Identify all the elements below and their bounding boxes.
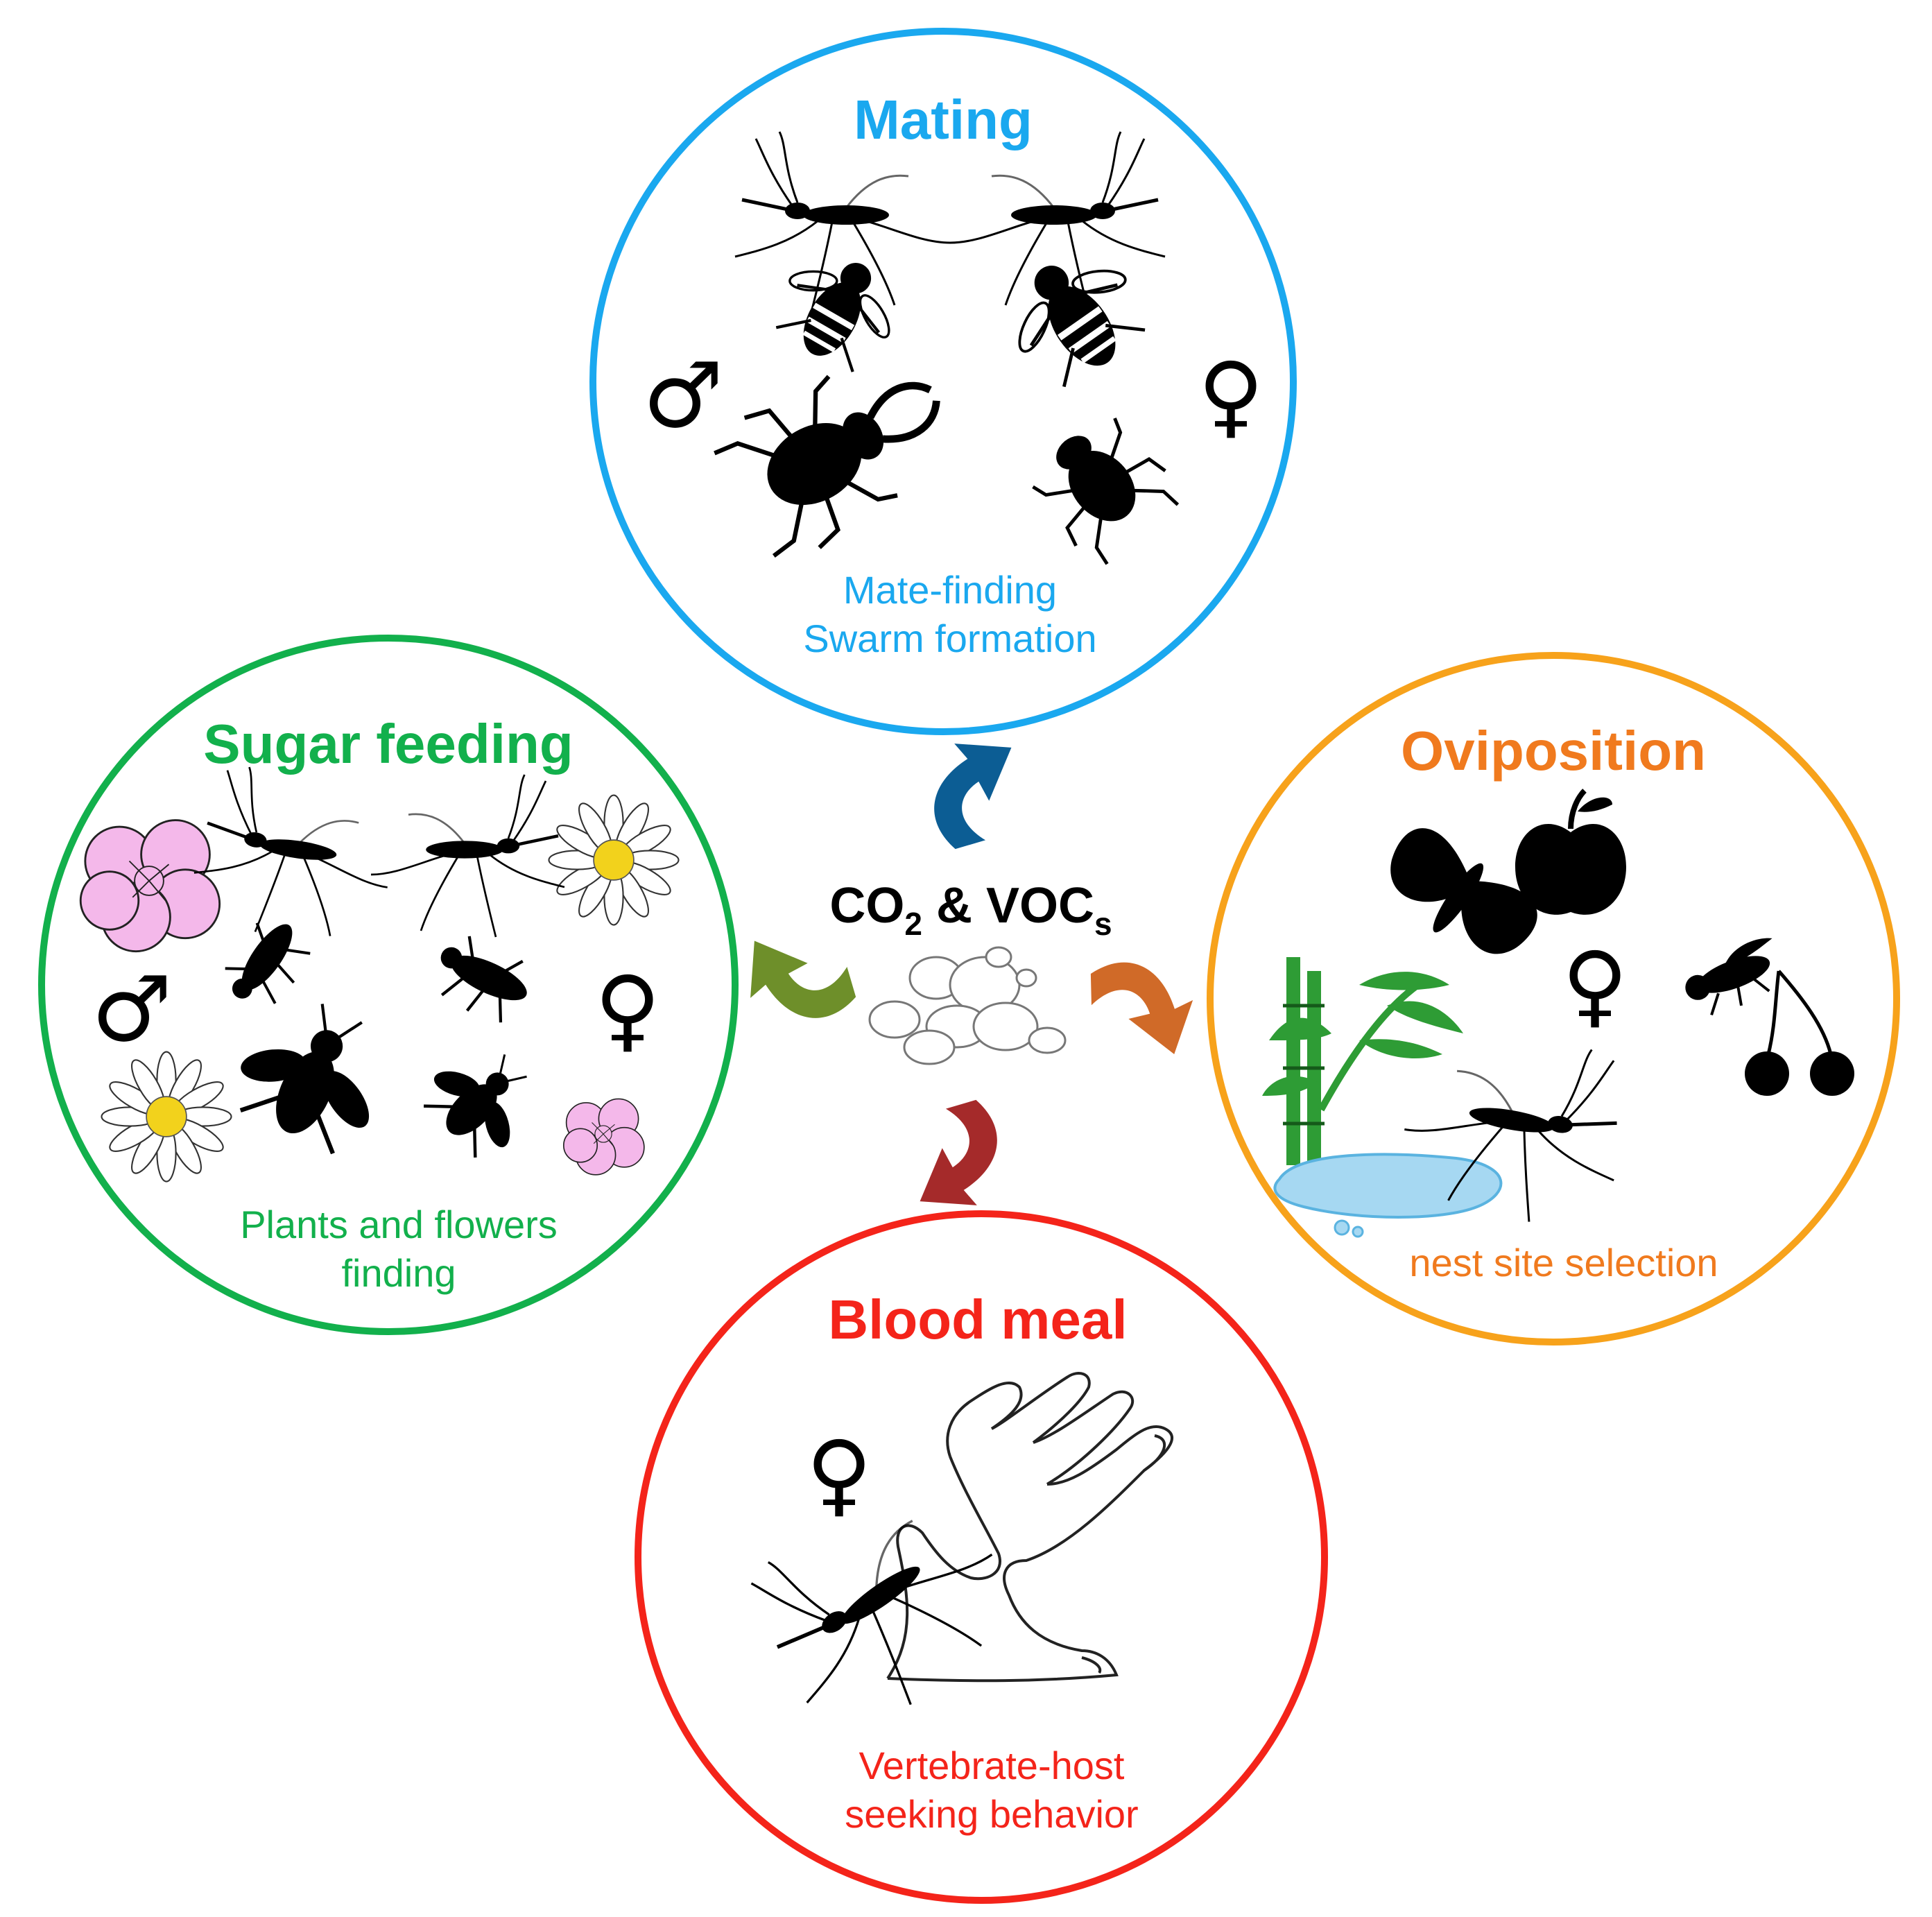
- female-symbol: ♀: [806, 1421, 872, 1527]
- female-symbol: ♀: [594, 956, 660, 1062]
- blood-caption-2: seeking behavior: [845, 1792, 1138, 1836]
- arrow-to-blood-meal: [920, 1099, 997, 1205]
- sugar-caption-2: finding: [341, 1251, 456, 1295]
- yeast-cells-icon: [868, 946, 1067, 1065]
- oviposition-circle: [1207, 652, 1900, 1346]
- blood-caption-1: Vertebrate-host: [859, 1744, 1125, 1787]
- water-puddle-icon: [1273, 1153, 1503, 1238]
- male-symbol: ♂: [643, 343, 724, 448]
- pink-flower-icon: [562, 1098, 645, 1176]
- hand-icon: [886, 1372, 1173, 1683]
- mosquito-icon: [187, 762, 402, 949]
- pink-flower-icon: [79, 819, 221, 953]
- center-label: CO2 & VOCs: [829, 878, 1112, 942]
- sugar-caption-1: Plants and flowers: [240, 1203, 558, 1246]
- center-hub: CO2 & VOCs: [750, 743, 1193, 1205]
- bee-icon: [760, 234, 916, 384]
- moth-icon: [1390, 828, 1537, 954]
- mating-panel: Mating ♂ ♀ Mate-finding Swarm formation: [589, 28, 1297, 735]
- mating-caption-1: Mate-finding: [843, 568, 1057, 612]
- daisy-icon: [548, 794, 680, 926]
- blood-title: Blood meal: [828, 1289, 1127, 1350]
- daisy-icon: [101, 1051, 232, 1183]
- arrow-to-sugar-feeding: [750, 940, 856, 1018]
- arrow-to-mating: [934, 743, 1012, 850]
- female-symbol: ♀: [1562, 932, 1628, 1038]
- mating-circle: [589, 28, 1297, 735]
- bee-icon: [217, 981, 411, 1164]
- sugar-title: Sugar feeding: [203, 713, 573, 775]
- male-symbol: ♂: [92, 956, 173, 1062]
- bee-icon: [411, 1027, 555, 1171]
- apple-icon: [1515, 789, 1626, 915]
- blood-meal-panel: Blood meal ♀ Vertebrate-host seeking beh…: [635, 1210, 1328, 1904]
- bamboo-icon: [1262, 957, 1463, 1165]
- fruit-fly-icon: [1685, 938, 1773, 1016]
- sugar-circle: [38, 635, 739, 1335]
- oviposition-caption: nest site selection: [1409, 1241, 1718, 1284]
- mosquito-icon: [371, 775, 564, 937]
- cherry-icon: [1745, 970, 1854, 1096]
- female-symbol: ♀: [1198, 343, 1263, 448]
- fly-icon: [424, 929, 539, 1031]
- oviposition-panel: Oviposition: [1207, 652, 1900, 1346]
- mating-title: Mating: [854, 89, 1033, 151]
- stag-beetle-icon: [707, 330, 971, 569]
- mosquito-icon: [728, 1454, 1035, 1753]
- sugar-feeding-panel: Sugar feeding ♂ ♀ Plants and flowers fin…: [38, 635, 739, 1335]
- mating-caption-2: Swarm formation: [803, 617, 1096, 660]
- fly-icon: [216, 909, 319, 1019]
- beetle-icon: [1020, 404, 1187, 571]
- arrow-to-oviposition: [1090, 962, 1193, 1054]
- oviposition-title: Oviposition: [1401, 720, 1706, 782]
- blood-circle: [635, 1210, 1328, 1904]
